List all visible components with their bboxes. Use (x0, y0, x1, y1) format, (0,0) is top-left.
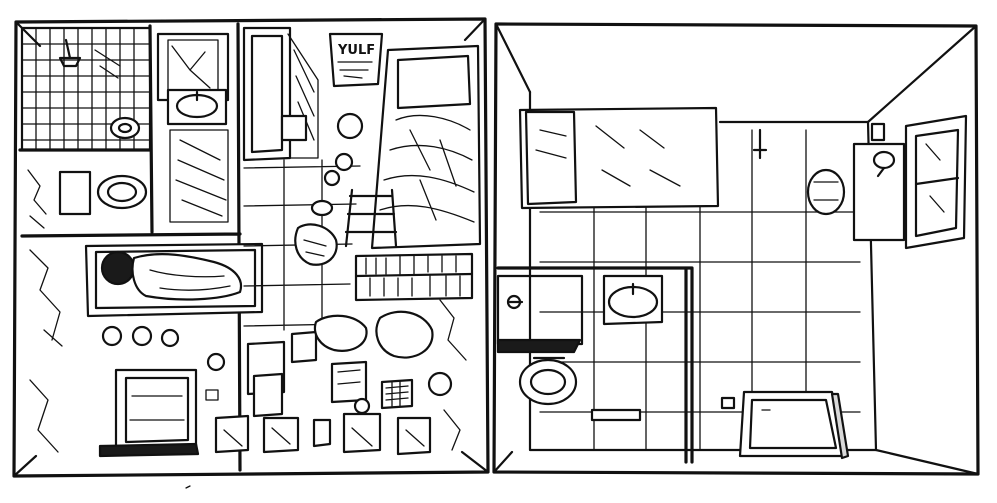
grated-box (380, 378, 414, 410)
clothes-pile-1 (294, 223, 338, 266)
left-toilet (27, 169, 148, 229)
left-bunk-with-person (29, 242, 264, 453)
right-panel-clean-cell (492, 22, 980, 476)
sleeping-person-head (100, 250, 136, 286)
shower-head-icon (58, 38, 82, 68)
right-bed (518, 106, 720, 210)
right-sink (602, 274, 664, 326)
ladder (344, 188, 398, 248)
left-toilet-bowl (96, 174, 148, 210)
bucket-icon (427, 371, 453, 397)
right-window (904, 114, 968, 250)
cracked-mirror (171, 45, 211, 89)
right-stool (806, 168, 846, 216)
right-floor-tiles (539, 129, 861, 451)
left-perspective-lines (12, 17, 490, 478)
left-panel-messy-cell: YULF (12, 17, 490, 478)
wall-outlet-icon (720, 396, 736, 410)
left-wall-poster: YULF (328, 32, 384, 88)
left-floor-clutter-b (294, 112, 364, 266)
shelf-shadow (496, 338, 582, 354)
right-divider-wall (752, 128, 768, 160)
wall-cracks-3 (439, 299, 467, 451)
right-back-wall (528, 90, 878, 452)
stray-pen-mark (185, 485, 191, 489)
left-sink-area (156, 32, 230, 223)
light-switch-icon (870, 122, 886, 142)
right-desk (806, 122, 906, 242)
left-wall-photos (214, 299, 467, 456)
left-lower-clutter (246, 310, 453, 418)
shelf-books (365, 255, 461, 297)
desk-lamp-icon (872, 150, 896, 170)
left-shower-nook (20, 26, 152, 152)
right-toilet-bowl (518, 358, 578, 406)
right-panel-frame (492, 22, 980, 476)
left-floor-clutter-a (101, 325, 226, 401)
left-bookshelf (354, 252, 474, 302)
clothes-pile-3 (375, 310, 434, 359)
left-storage-cabinet (242, 26, 319, 162)
blanket-lines (595, 125, 681, 187)
right-perspective-lines (492, 22, 980, 476)
shower-drain-icon (109, 116, 141, 140)
wall-cracks-1 (27, 169, 47, 229)
right-bed-pillow (524, 110, 578, 206)
right-toilet (518, 356, 578, 406)
kettle-icon (336, 112, 364, 140)
left-lower-bed (98, 368, 200, 458)
grab-bar (590, 408, 642, 422)
poster-text: YULF (337, 43, 375, 58)
shower-tile-grid (21, 27, 151, 151)
crumpled-blanket (379, 114, 475, 223)
right-shower-tray (738, 390, 850, 460)
clothes-pile-2 (313, 314, 368, 352)
left-right-bunk (344, 44, 482, 250)
bed-shadow (98, 442, 200, 458)
wall-cracks-2 (29, 249, 63, 453)
left-sink-cabinet-hatch (169, 129, 229, 223)
left-chair (280, 114, 308, 142)
right-bathroom-enclosure (496, 266, 694, 464)
